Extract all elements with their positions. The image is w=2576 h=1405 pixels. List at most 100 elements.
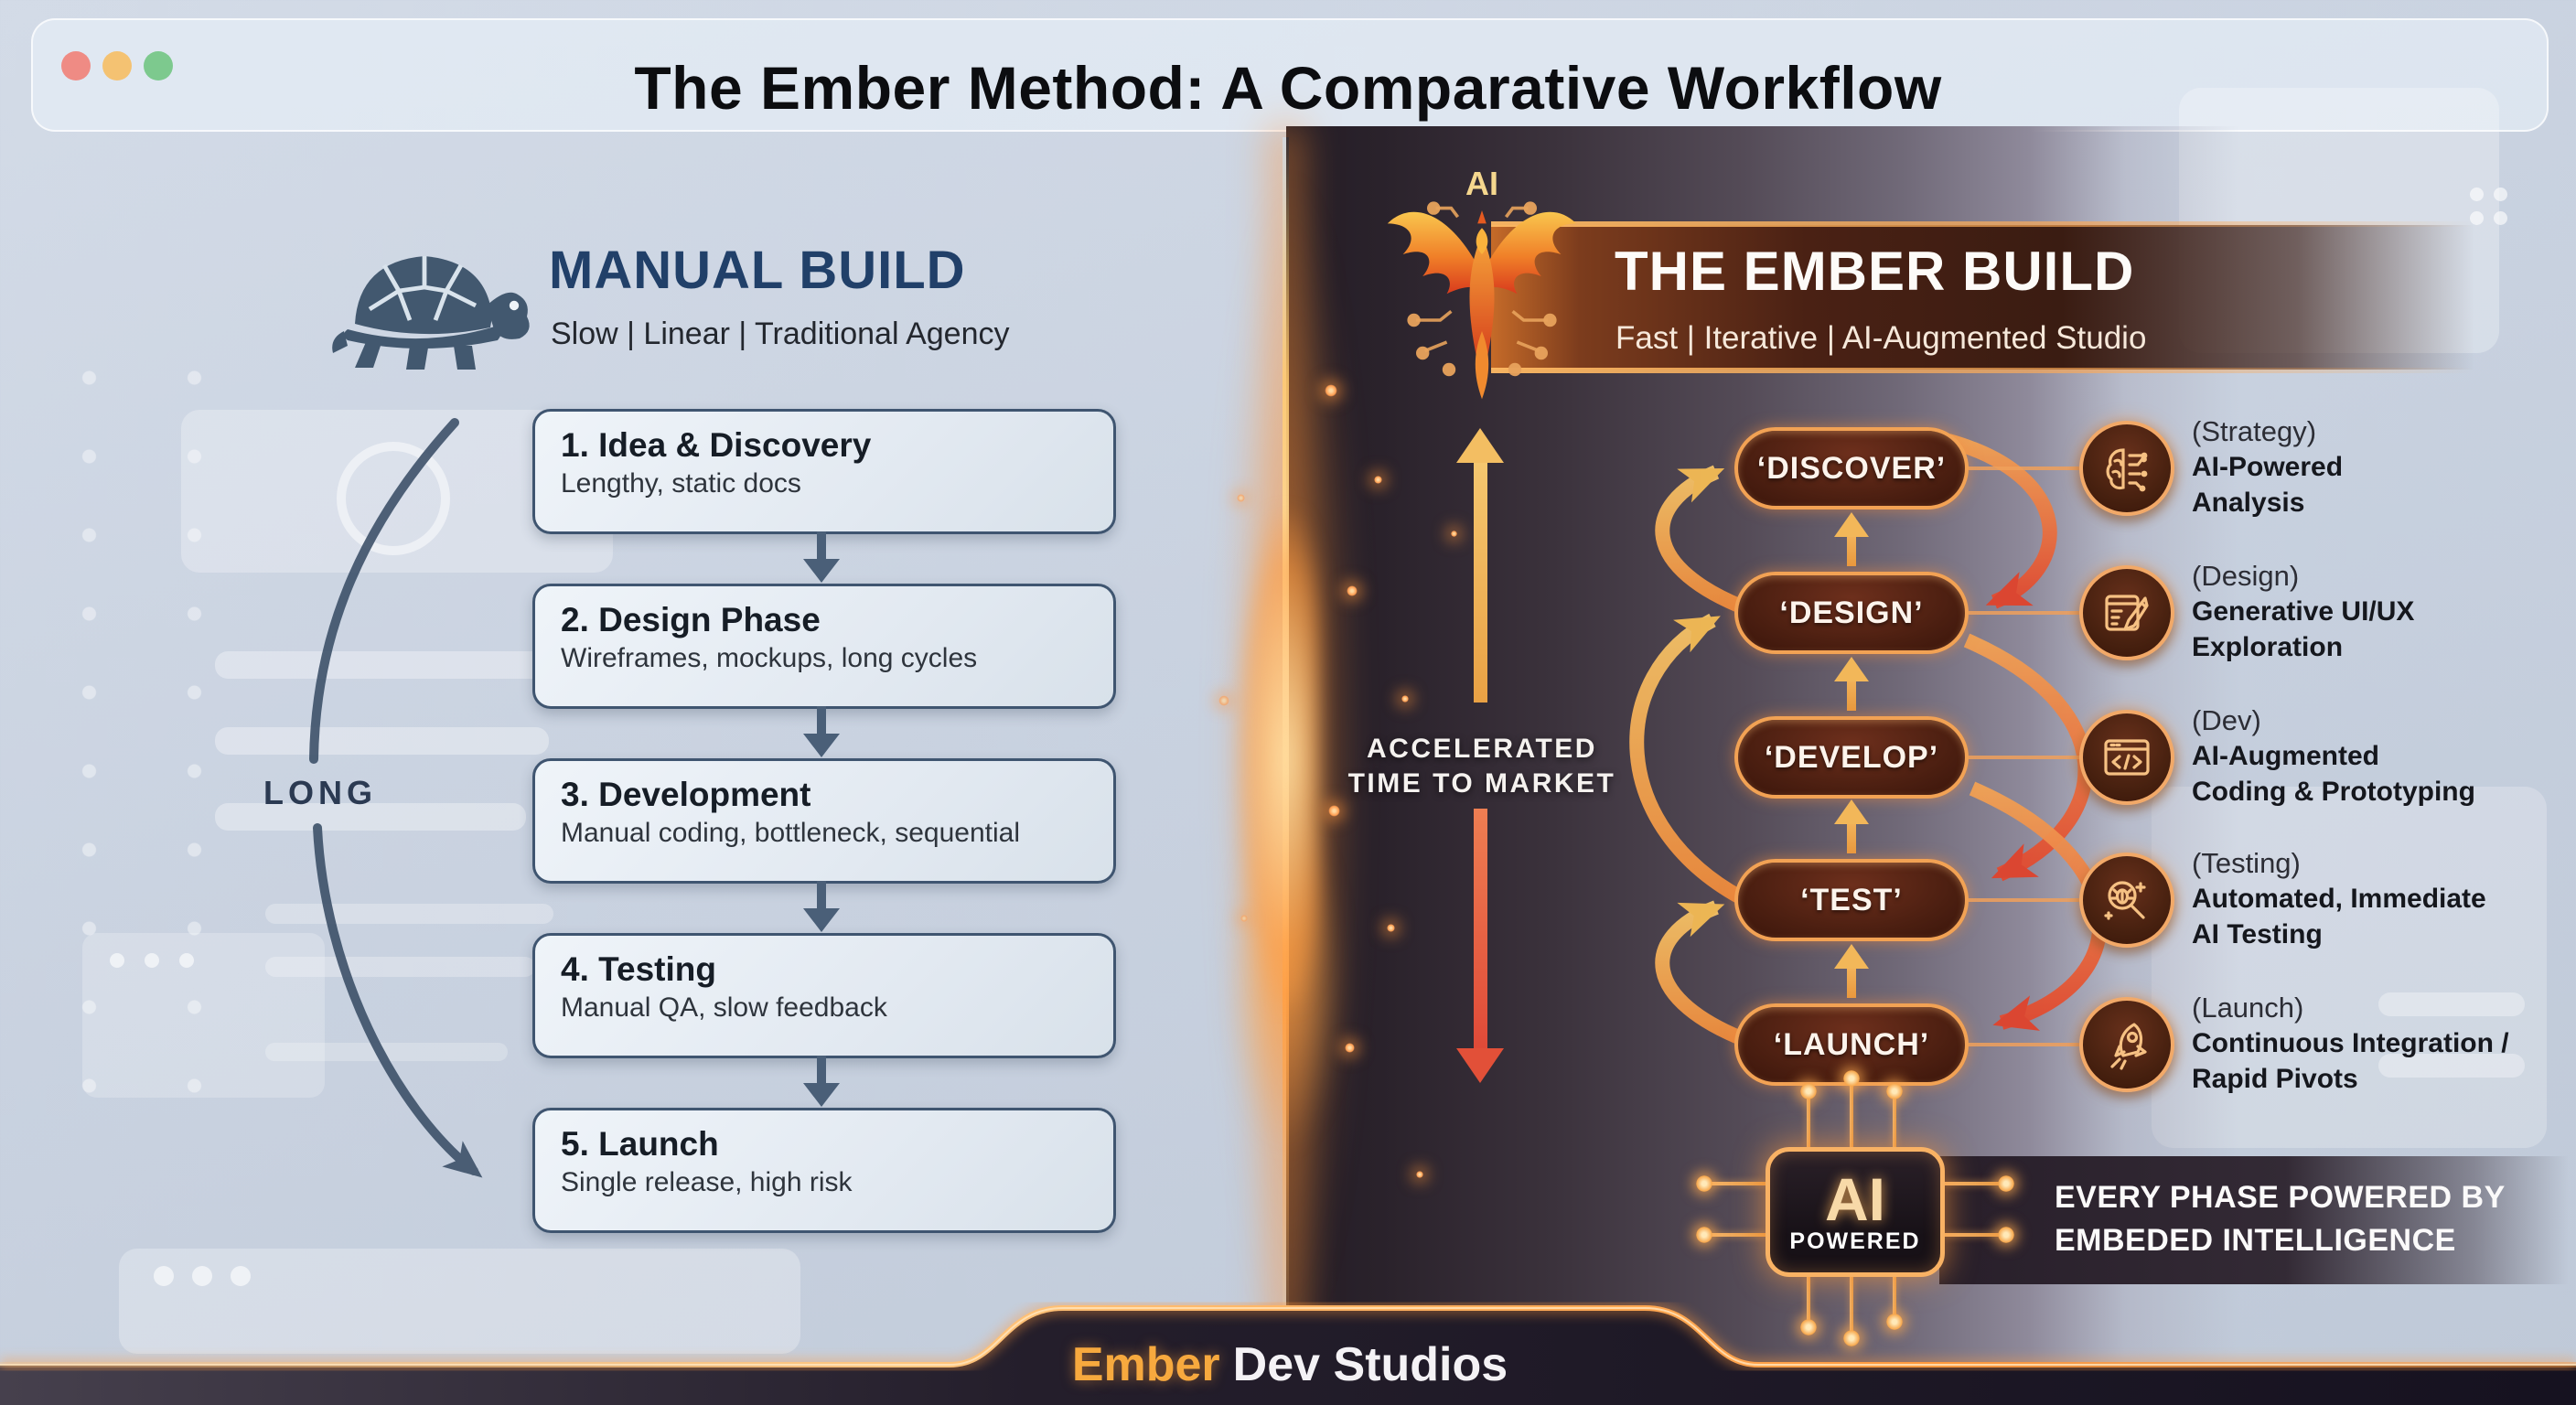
connector-line (1969, 611, 2080, 615)
phase-pill-discover: ‘DISCOVER’ (1734, 427, 1969, 509)
ghost-line (215, 727, 549, 755)
annotation-tag: (Strategy) (2192, 415, 2317, 447)
circuit-node (1843, 1330, 1860, 1346)
chip-caption-line2: EMBEDED INTELLIGENCE (2055, 1223, 2456, 1258)
connector-line (1969, 898, 2080, 902)
ghost-dot (2494, 188, 2507, 201)
step-title: 2. Design Phase (561, 601, 821, 638)
circuit-trace (1711, 1182, 1766, 1185)
ember-particle (1401, 695, 1409, 702)
phoenix-logo-icon: AI (1387, 166, 1577, 400)
annotation-tag: (Dev) (2192, 704, 2261, 736)
ember-particle (1240, 915, 1248, 922)
phase-pill-test: ‘TEST’ (1734, 859, 1969, 941)
traffic-light-yellow-icon (102, 51, 132, 80)
annotation-line1: AI-Powered (2192, 452, 2344, 482)
step-desc: Single release, high risk (561, 1167, 853, 1197)
chip-caption-band (1939, 1156, 2569, 1284)
flame-glow (1237, 512, 1319, 1006)
chip-powered-label: POWERED (1789, 1228, 1921, 1254)
down-arrow-icon (798, 1056, 845, 1107)
annotation-line2: Rapid Pivots (2192, 1064, 2358, 1094)
phase-pill-design: ‘DESIGN’ (1734, 572, 1969, 654)
annotation-line2: Analysis (2192, 488, 2305, 518)
ghost-browser-bar (31, 18, 2549, 132)
badge-design (2079, 565, 2174, 660)
svg-text:AI: AI (1465, 166, 1498, 202)
annotation-line1: AI-Augmented (2192, 741, 2379, 771)
ghost-dot (2470, 188, 2484, 201)
brain-circuit-icon (2106, 448, 2148, 492)
circuit-trace (1850, 1277, 1853, 1334)
ghost-line (215, 651, 549, 679)
badge-testing (2079, 853, 2174, 948)
circuit-node (1800, 1319, 1817, 1335)
ember-particle (1387, 924, 1395, 932)
ghost-dot (179, 953, 194, 968)
connector-line (1969, 467, 2080, 470)
ghost-dot (145, 953, 159, 968)
long-duration-arrow (309, 418, 483, 1178)
circuit-trace (1893, 1098, 1896, 1147)
ghost-line (265, 957, 535, 977)
circuit-trace (1945, 1182, 2000, 1185)
annotation-line1: Generative UI/UX (2192, 596, 2415, 627)
code-window-icon (2104, 739, 2150, 776)
ember-particle (1218, 695, 1229, 706)
ember-particle (1328, 805, 1340, 817)
ghost-dot (231, 1266, 251, 1286)
long-label: LONG (263, 774, 377, 811)
accelerated-label-line1: ACCELERATED (1367, 734, 1597, 764)
ember-particle (1237, 494, 1245, 502)
annotation-tag: (Design) (2192, 560, 2300, 592)
circuit-trace (1807, 1098, 1810, 1147)
annotation-line2: Coding & Prototyping (2192, 777, 2475, 807)
ghost-line (215, 803, 526, 831)
step-title: 4. Testing (561, 950, 716, 988)
up-arrow-icon (1831, 944, 1872, 998)
turtle-icon (332, 256, 530, 370)
ai-powered-chip: AI POWERED (1766, 1147, 1945, 1277)
ghost-dot-grid (20, 320, 217, 1143)
ember-subheading: Fast | Iterative | AI-Augmented Studio (1615, 320, 2147, 356)
bug-magnifier-icon (2104, 881, 2146, 920)
chip-ai-label: AI (1825, 1164, 1885, 1233)
step-desc: Manual coding, bottleneck, sequential (561, 818, 1021, 848)
step-desc: Lengthy, static docs (561, 468, 801, 499)
circuit-trace (1850, 1085, 1853, 1147)
circuit-node (1998, 1227, 2014, 1243)
annotation-strategy: (Strategy) AI-Powered Analysis (2192, 413, 2576, 520)
circuit-node (1998, 1175, 2014, 1192)
step-desc: Wireframes, mockups, long cycles (561, 643, 978, 673)
annotation-line1: Continuous Integration / (2192, 1028, 2509, 1058)
circuit-trace (1807, 1277, 1810, 1323)
ember-heading: THE EMBER BUILD (1615, 241, 2135, 302)
ghost-dot (110, 953, 124, 968)
down-arrow-time-icon (1445, 809, 1515, 1083)
annotation-testing: (Testing) Automated, Immediate AI Testin… (2192, 845, 2576, 952)
circuit-node (1800, 1083, 1817, 1099)
phase-pill-develop: ‘DEVELOP’ (1734, 716, 1969, 799)
annotation-line2: Exploration (2192, 632, 2344, 662)
ghost-line (265, 904, 553, 924)
manual-heading: MANUAL BUILD (549, 241, 966, 300)
manual-step-card: 1. Idea & Discovery Lengthy, static docs (532, 409, 1116, 534)
circuit-node (1696, 1227, 1712, 1243)
ghost-ring-icon (337, 442, 450, 555)
badge-strategy (2079, 421, 2174, 516)
up-arrow-icon (1831, 512, 1872, 566)
annotation-line2: AI Testing (2192, 919, 2323, 949)
annotation-tag: (Testing) (2192, 847, 2301, 879)
ghost-dot (2494, 211, 2507, 225)
step-title: 5. Launch (561, 1125, 719, 1163)
ember-particle (1325, 384, 1337, 397)
annotation-line1: Automated, Immediate (2192, 884, 2486, 914)
up-arrow-accelerated-icon (1445, 428, 1515, 702)
ghost-line (2378, 1054, 2525, 1078)
circuit-trace (1945, 1233, 2000, 1237)
rocket-icon (2110, 1023, 2147, 1070)
manual-step-card: 4. Testing Manual QA, slow feedback (532, 933, 1116, 1058)
chip-caption: EVERY PHASE POWERED BY EMBEDED INTELLIGE… (2055, 1176, 2506, 1262)
circuit-node (1843, 1070, 1860, 1087)
